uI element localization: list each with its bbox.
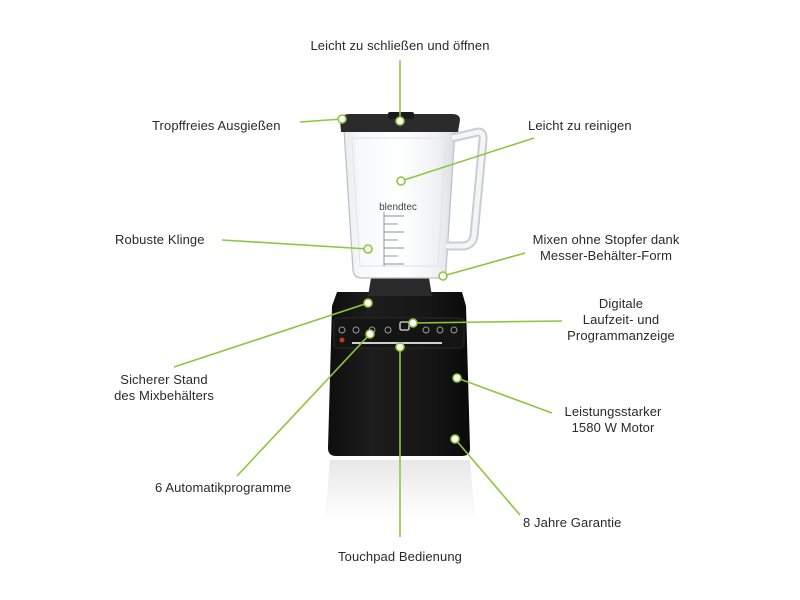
callout-line-motor [456, 377, 553, 414]
brand-logo: blendtec [379, 202, 417, 213]
callout-line-clean [400, 137, 535, 182]
feature-text: Tropffreies Ausgießen [152, 118, 281, 133]
feature-text: 1580 W Motor [571, 420, 655, 435]
feature-label-display: Digitale Laufzeit- und Programmanzeige [556, 296, 686, 344]
feature-text: Digitale [598, 296, 644, 311]
feature-label-warranty: 8 Jahre Garantie [523, 515, 621, 531]
feature-text: Messer-Behälter-Form [539, 248, 673, 263]
feature-label-blade: Robuste Klinge [115, 232, 205, 248]
callout-dot-warranty [450, 434, 460, 444]
feature-text: Leicht zu schließen und öffnen [310, 38, 490, 53]
feature-text: 8 Jahre Garantie [523, 515, 622, 530]
feature-label-clean: Leicht zu reinigen [528, 118, 632, 134]
feature-text: Laufzeit- und [582, 312, 660, 327]
feature-label-motor: Leistungsstarker 1580 W Motor [548, 404, 678, 436]
callout-dot-clean [396, 176, 406, 186]
feature-label-lid: Leicht zu schließen und öffnen [250, 38, 550, 54]
callout-dot-lid [395, 116, 405, 126]
callout-dot-blade [363, 244, 373, 254]
feature-text: des Mixbehälters [114, 388, 214, 403]
callout-line-spout [299, 118, 343, 123]
callout-line-programs [236, 333, 371, 477]
callout-line-display [412, 320, 563, 324]
feature-text: Leicht zu reinigen [528, 118, 632, 133]
callout-line-stand [173, 302, 369, 368]
feature-text: Robuste Klinge [115, 232, 205, 247]
callout-line-no-stopper [442, 252, 526, 277]
callout-dot-spout [337, 114, 347, 124]
callout-dot-display [408, 318, 418, 328]
feature-text: 6 Automatikprogramme [155, 480, 292, 495]
feature-text: Mixen ohne Stopfer dank [532, 232, 680, 247]
power-indicator [339, 337, 345, 343]
callout-line-blade [221, 239, 369, 250]
display-digit [399, 321, 410, 331]
measurement-scale [383, 212, 404, 266]
callout-dot-stand [363, 298, 373, 308]
callout-dot-motor [452, 373, 462, 383]
blender-jar [343, 129, 456, 279]
feature-label-spout: Tropffreies Ausgießen [152, 118, 281, 134]
feature-label-programs: 6 Automatikprogramme [155, 480, 291, 496]
feature-text: Sicherer Stand [120, 372, 208, 387]
feature-text: Programmanzeige [567, 328, 675, 343]
callout-line-warranty [454, 438, 521, 516]
feature-label-touchpad: Touchpad Bedienung [300, 549, 500, 565]
callout-dot-programs [365, 329, 375, 339]
feature-label-no-stopper: Mixen ohne Stopfer dank Messer-Behälter-… [516, 232, 696, 264]
callout-dot-touchpad [395, 342, 405, 352]
feature-label-stand: Sicherer Stand des Mixbehälters [100, 372, 228, 404]
feature-text: Touchpad Bedienung [338, 549, 462, 564]
feature-text: Leistungsstarker [564, 404, 662, 419]
callout-dot-no-stopper [438, 271, 448, 281]
